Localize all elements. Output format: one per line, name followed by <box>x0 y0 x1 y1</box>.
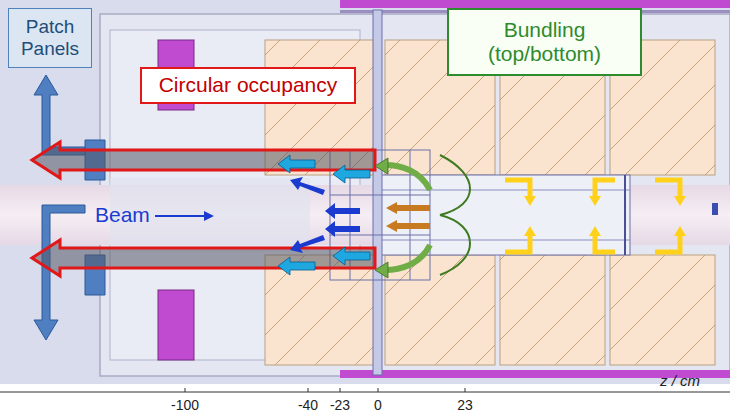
axis-tick-label: -40 <box>298 397 318 413</box>
axis-unit-label: z / cm <box>660 372 700 389</box>
axis-tick-label: 0 <box>374 397 382 413</box>
box-text: Circular occupancy <box>159 73 338 97</box>
callout-box: Bundling (top/bottom) <box>447 8 642 76</box>
box-text: Patch Panels <box>15 16 85 60</box>
axis-tick-label: -100 <box>171 397 199 413</box>
axis-tick-label: 23 <box>457 397 473 413</box>
axis-tick-label: -23 <box>330 397 350 413</box>
box-text: Bundling (top/bottom) <box>460 18 630 66</box>
patch-panel-box: Patch Panels <box>8 8 92 68</box>
callout-box: Circular occupancy <box>140 67 356 104</box>
beam-label: Beam <box>95 203 150 227</box>
